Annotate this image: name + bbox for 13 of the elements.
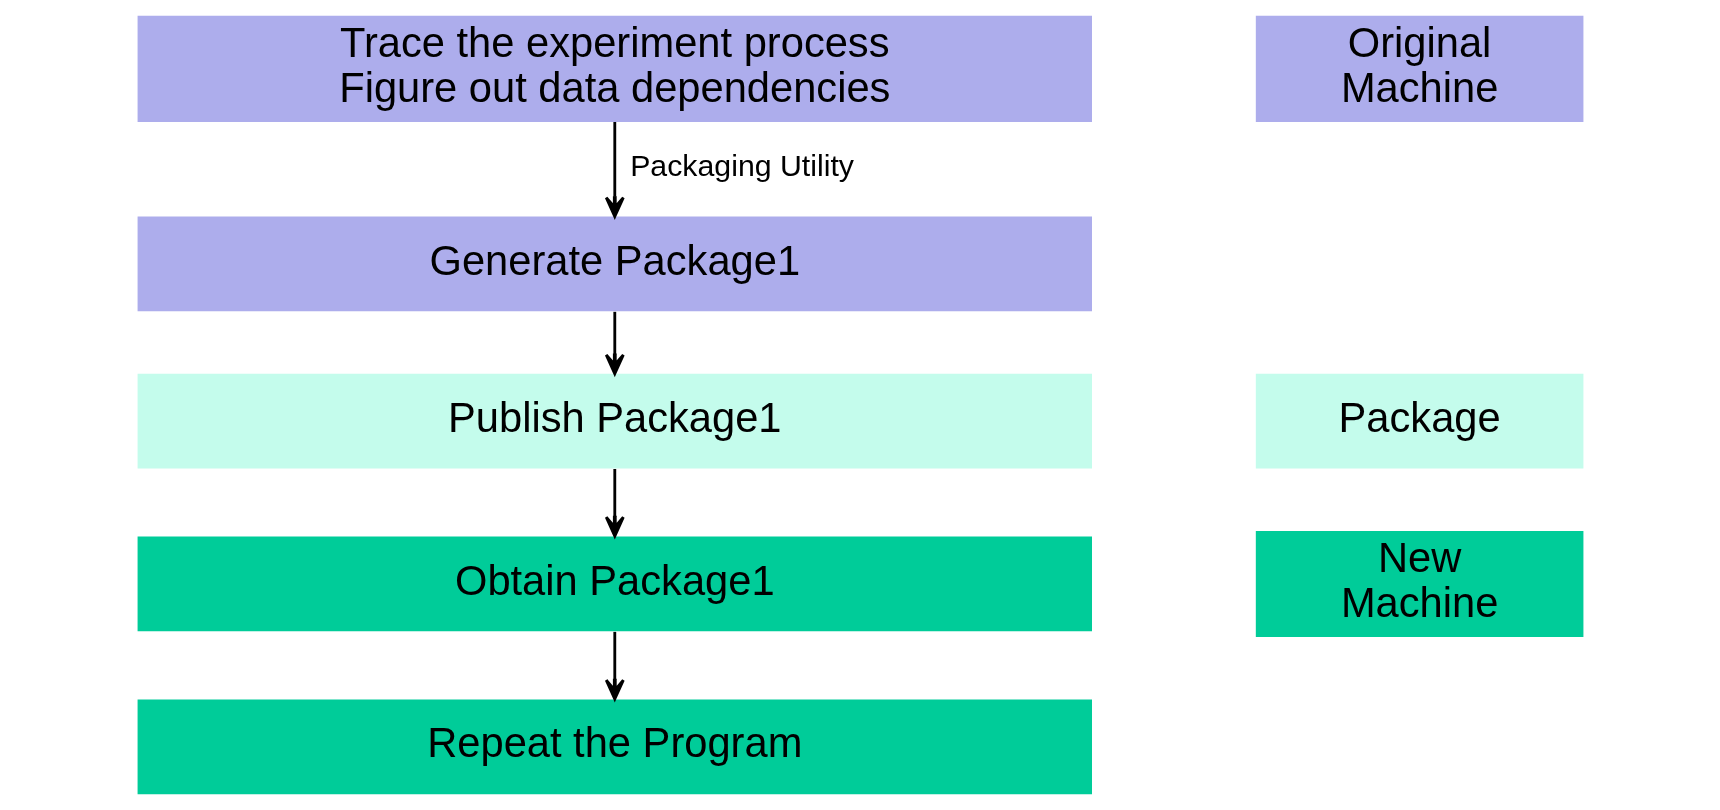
arrow [604,311,625,376]
legend-label: New Machine [1340,533,1498,627]
arrow [604,122,625,218]
arrow [604,469,625,538]
node-box: Publish Package1 [137,373,1092,469]
arrow [604,631,625,701]
edge-label: Packaging Utility [629,149,854,183]
legend-label: Original Machine [1340,18,1498,112]
node-box: Trace the experiment process Figure out data dependencies [137,15,1092,122]
legend-label: Package [1338,393,1501,441]
node-box: Repeat the Program [137,699,1092,795]
node-box: Obtain Package1 [137,536,1092,632]
node-box: Generate Package1 [137,216,1092,312]
